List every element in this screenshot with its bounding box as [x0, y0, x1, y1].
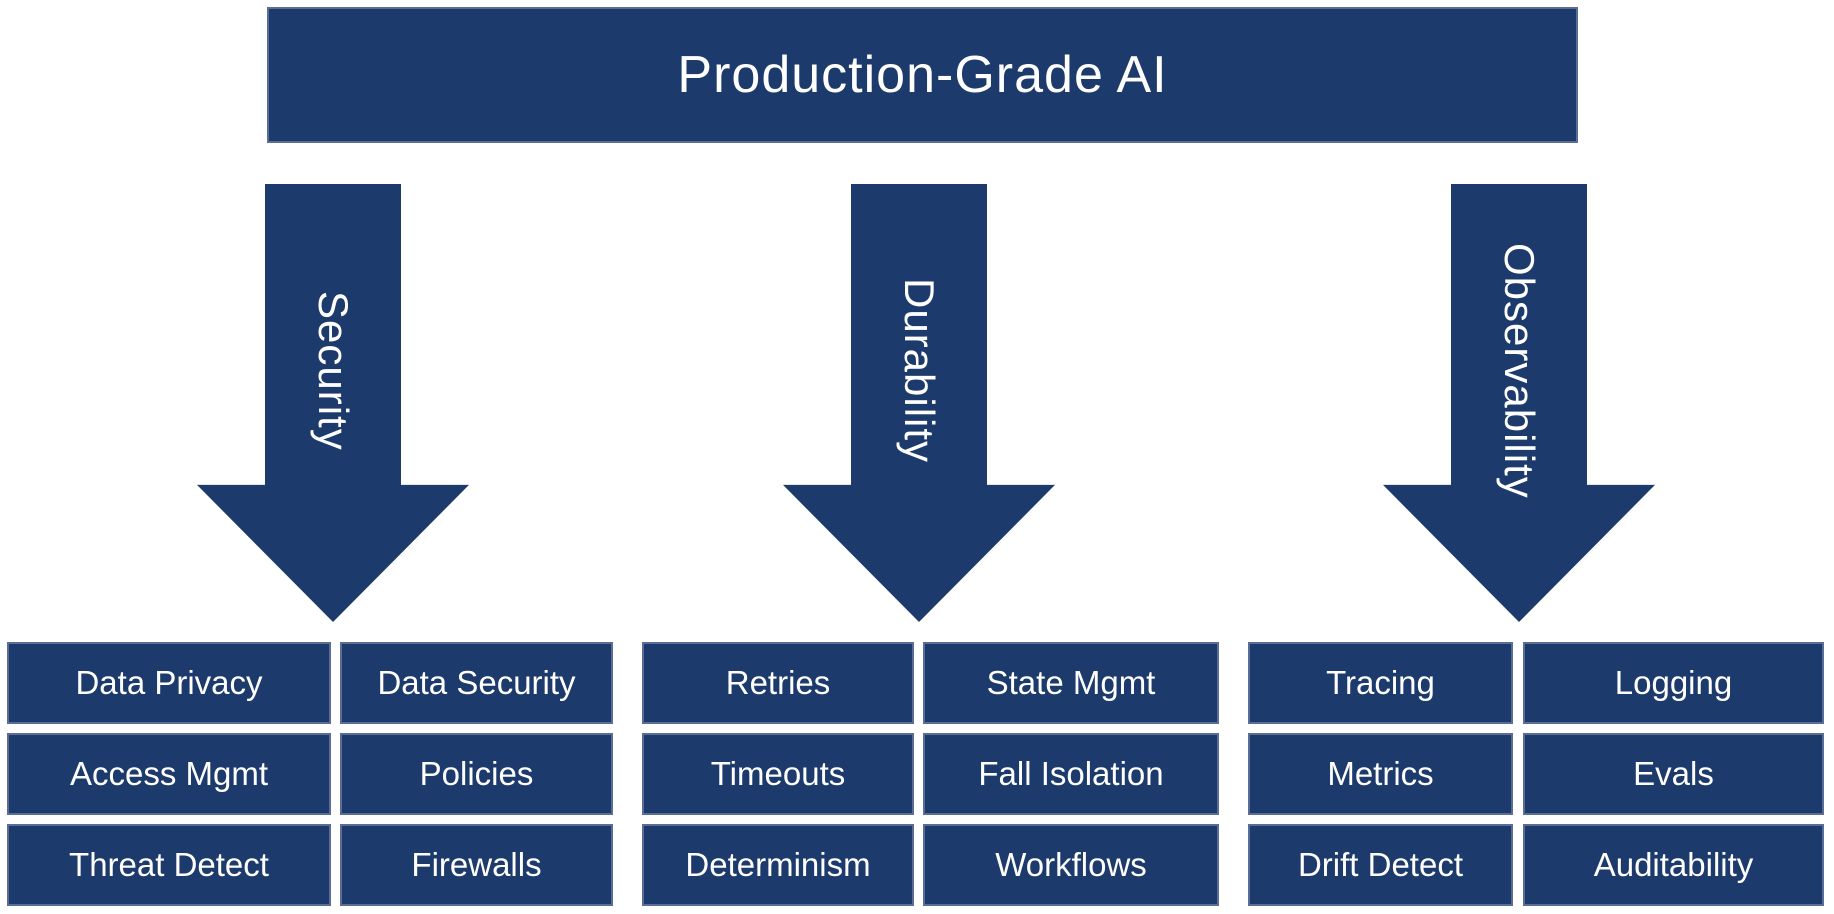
title-banner: Production-Grade AI — [267, 7, 1578, 143]
box-timeouts: Timeouts — [642, 733, 914, 815]
box-retries: Retries — [642, 642, 914, 724]
box-firewalls: Firewalls — [340, 824, 613, 906]
box-access-mgmt: Access Mgmt — [7, 733, 331, 815]
arrow-observability: Observability — [1383, 184, 1655, 622]
box-data-privacy: Data Privacy — [7, 642, 331, 724]
page-title: Production-Grade AI — [677, 46, 1168, 104]
box-threat-detect: Threat Detect — [7, 824, 331, 906]
group-durability-boxes: Retries State Mgmt Timeouts Fall Isolati… — [642, 642, 1219, 906]
box-metrics: Metrics — [1248, 733, 1513, 815]
box-auditability: Auditability — [1523, 824, 1824, 906]
arrow-durability: Durability — [783, 184, 1055, 622]
box-drift-detect: Drift Detect — [1248, 824, 1513, 906]
arrow-security: Security — [197, 184, 469, 622]
box-fall-isolation: Fall Isolation — [923, 733, 1219, 815]
arrow-security-label-wrap: Security — [197, 184, 469, 558]
box-data-security: Data Security — [340, 642, 613, 724]
box-workflows: Workflows — [923, 824, 1219, 906]
box-determinism: Determinism — [642, 824, 914, 906]
arrow-label-security: Security — [310, 291, 357, 451]
arrow-label-durability: Durability — [896, 278, 943, 464]
group-security-boxes: Data Privacy Data Security Access Mgmt P… — [7, 642, 613, 906]
group-observability-boxes: Tracing Logging Metrics Evals Drift Dete… — [1248, 642, 1824, 906]
box-tracing: Tracing — [1248, 642, 1513, 724]
arrow-durability-label-wrap: Durability — [783, 184, 1055, 558]
arrow-observability-label-wrap: Observability — [1383, 184, 1655, 558]
box-logging: Logging — [1523, 642, 1824, 724]
arrow-label-observability: Observability — [1496, 243, 1543, 499]
box-policies: Policies — [340, 733, 613, 815]
box-state-mgmt: State Mgmt — [923, 642, 1219, 724]
box-evals: Evals — [1523, 733, 1824, 815]
